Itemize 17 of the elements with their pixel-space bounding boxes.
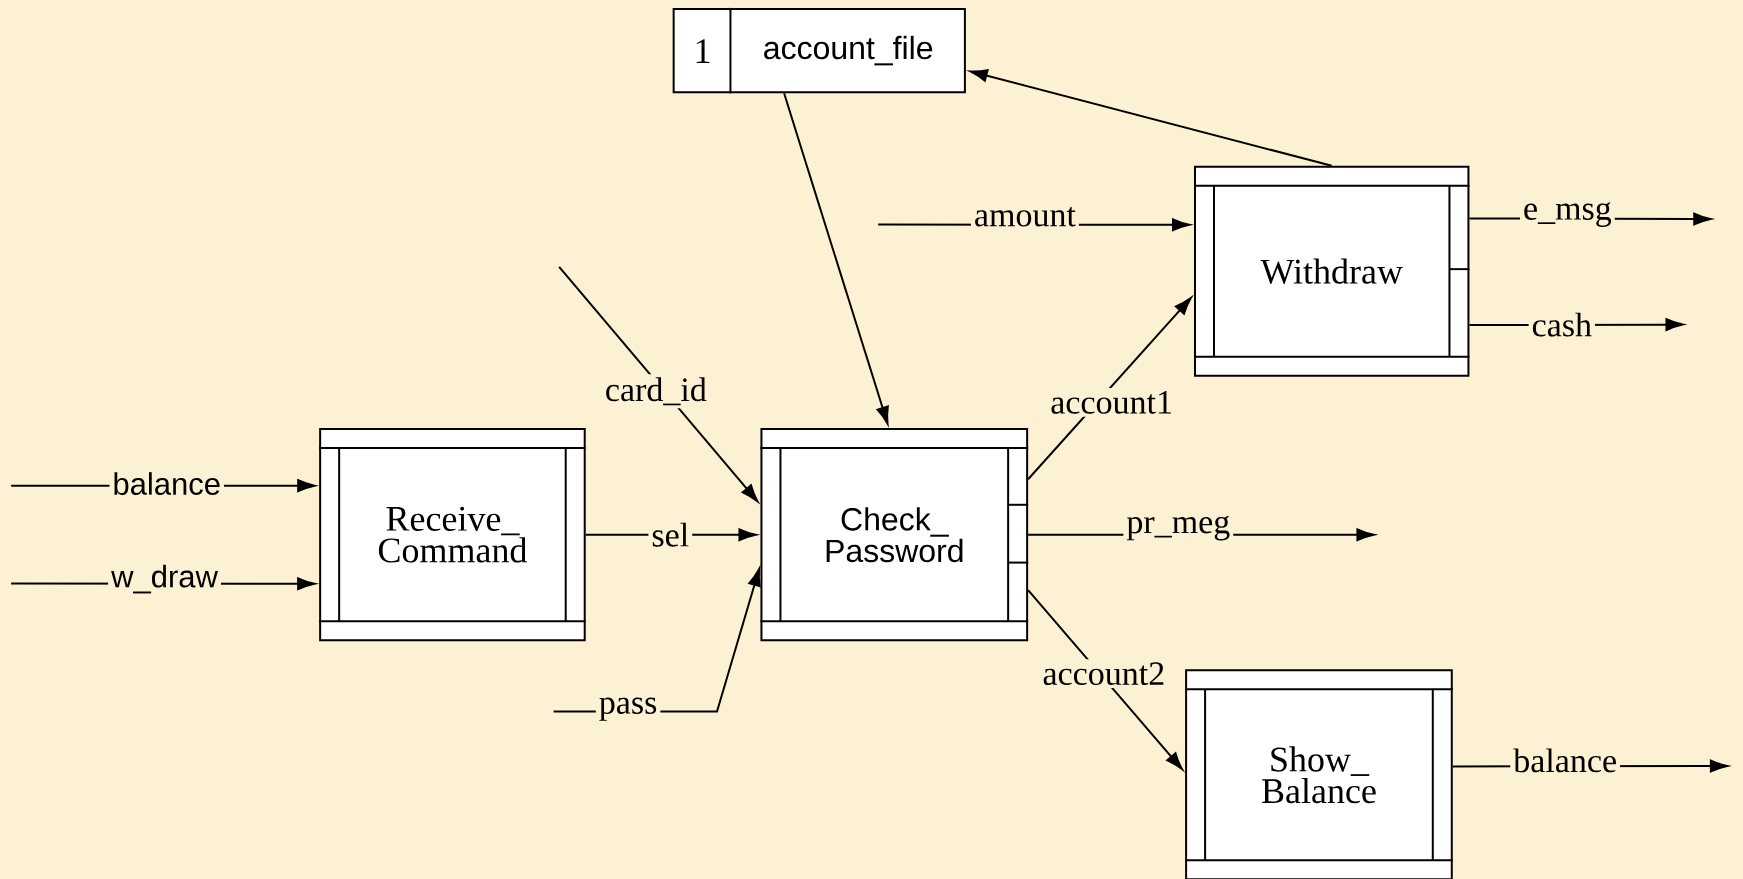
process-box: Show_ Balance xyxy=(1184,669,1454,879)
edge-label: amount xyxy=(970,204,1079,230)
data-store: 1 account_file xyxy=(672,6,966,95)
edge-label: pass xyxy=(595,694,661,724)
edge-label: card_id xyxy=(601,374,710,409)
edge-label: balance xyxy=(1510,745,1621,776)
edge-label: account2 xyxy=(1039,659,1169,689)
edge-label: account1 xyxy=(1047,388,1176,417)
process-box: Receive_ Command xyxy=(318,428,587,642)
edge-label: balance xyxy=(109,469,225,498)
process-box: Check_ Password xyxy=(759,428,1030,642)
edge-label: e_msg xyxy=(1520,199,1615,230)
process-box: Withdraw xyxy=(1193,165,1471,377)
edge-label: w_draw xyxy=(108,561,221,597)
arrow xyxy=(558,265,759,503)
arrow xyxy=(783,92,889,425)
arrow xyxy=(1027,297,1192,481)
